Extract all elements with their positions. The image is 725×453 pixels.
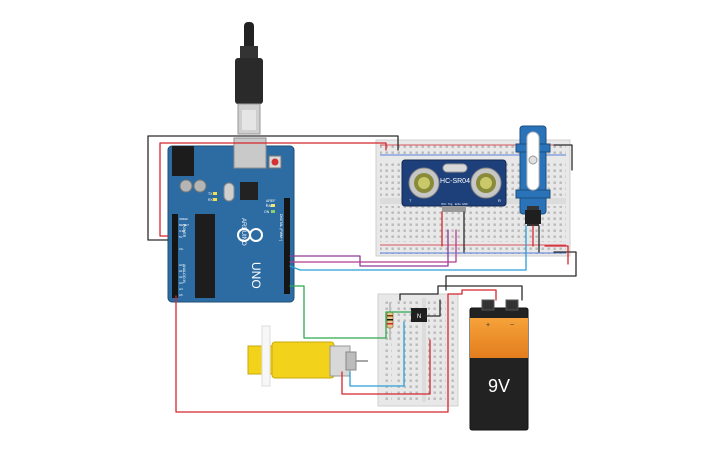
battery-9v[interactable]: + − 9V (469, 299, 529, 431)
sensor-label: HC-SR04 (440, 178, 470, 185)
reset-button-cap[interactable] (271, 158, 279, 166)
arduino-model-label: UNO (249, 262, 263, 289)
wire-magenta-echo[interactable] (289, 229, 457, 263)
transistor[interactable]: N (411, 308, 427, 322)
wire-blue-motor[interactable] (349, 321, 405, 387)
sensor-pins (442, 206, 466, 212)
led-l (271, 204, 275, 207)
wire-green-base[interactable] (289, 285, 412, 339)
wire-red-motor[interactable] (341, 339, 431, 395)
gnd-label: GND (266, 204, 274, 208)
motor-shaft (261, 325, 271, 387)
usb-cable (235, 22, 263, 135)
a1-label: A1 (179, 269, 183, 273)
arduino-brand-label: ARDUINO (240, 218, 246, 246)
wire-cyan-servo[interactable] (289, 225, 527, 271)
transistor-main[interactable] (525, 210, 541, 224)
sensor-mark-r: R (498, 198, 501, 203)
v33-label: 3.3V (179, 229, 185, 233)
battery-voltage-label: 9V (488, 376, 510, 396)
on-label: ON (264, 210, 270, 214)
dc-gear-motor[interactable] (247, 325, 368, 387)
wire-black-transistor[interactable] (423, 299, 441, 317)
reset-label: RESET (179, 223, 189, 227)
led-on (271, 210, 275, 213)
wire-red-top[interactable] (159, 142, 387, 237)
wire-red-bottom[interactable] (175, 289, 497, 413)
power-pin-header (172, 214, 178, 298)
analog-header-label: ANALOG IN (182, 264, 186, 284)
usb-chip (240, 182, 258, 200)
sensor-crystal (442, 163, 468, 173)
a0-label: A0 (179, 263, 183, 267)
sensor-mark-t: T (409, 198, 412, 203)
arduino-uno-board[interactable]: ARDUINO UNO DIGITAL (PWM~) POWER ANALOG … (167, 137, 295, 303)
dc-power-jack (172, 146, 194, 176)
sensor-pin-echo: Echo (455, 203, 461, 206)
transistor-label: N (417, 314, 421, 320)
wire-black-battery[interactable] (399, 285, 523, 301)
a3-label: A3 (179, 281, 183, 285)
wire-red-right[interactable] (544, 245, 569, 265)
wires (147, 135, 577, 413)
wire-black-top[interactable] (147, 135, 399, 241)
sensor-pin-trig: Trig (448, 203, 453, 206)
v5-label: 5V (179, 235, 183, 239)
sensor-pin-gnd: GND (462, 203, 468, 206)
sensor-pin-vcc: VCC (441, 203, 446, 206)
l-label: L (266, 203, 268, 207)
atmega-chip (195, 214, 215, 298)
crystal-oscillator (223, 182, 235, 202)
rx-label: RX (208, 198, 214, 202)
aref-label: AREF (266, 199, 275, 203)
a2-label: A2 (179, 275, 183, 279)
led-tx (213, 192, 217, 195)
battery-plus-label: + (486, 322, 490, 329)
wire-black-servo[interactable] (553, 144, 573, 171)
ultrasonic-sensor[interactable]: HC-SR04 T R VCC Trig Echo GND (401, 159, 507, 212)
a4-label: A4 (179, 287, 183, 291)
wire-purple-trig[interactable] (289, 229, 449, 267)
a5-label: A5 (179, 293, 183, 297)
capacitor-1 (179, 179, 193, 193)
digital-pin-header (284, 198, 290, 294)
vin-label: Vin (179, 247, 184, 251)
led-rx (213, 198, 217, 201)
digital-header-label: DIGITAL (PWM~) (279, 214, 283, 241)
tx-label: TX (208, 192, 213, 196)
capacitor-2 (193, 179, 207, 193)
power-header-label: POWER (182, 224, 186, 238)
wire-black-right[interactable] (445, 251, 577, 291)
battery-minus-label: − (510, 322, 514, 329)
ioref-label: IOREF (179, 217, 188, 221)
arduino-logo (237, 228, 263, 242)
